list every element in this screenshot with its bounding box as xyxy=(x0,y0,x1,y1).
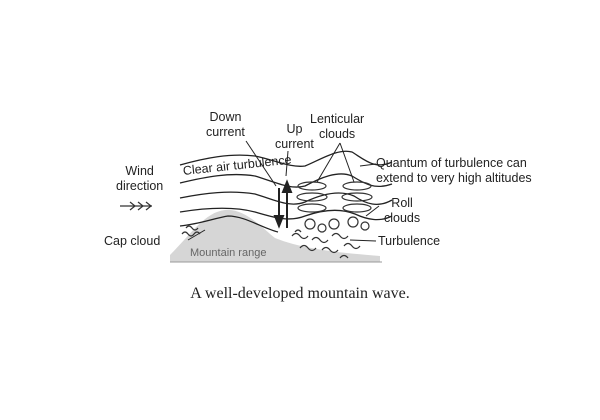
lenticular-cloud xyxy=(297,203,327,213)
label-wind-line2: direction xyxy=(116,179,164,193)
streamline-1 xyxy=(179,150,393,167)
label-lenticular-clouds: Lenticular clouds xyxy=(310,112,364,142)
label-cap-cloud: Cap cloud xyxy=(104,234,161,248)
label-down-current-line2: current xyxy=(206,125,245,139)
figure-caption: A well-developed mountain wave. xyxy=(190,285,410,302)
lenticular-cloud xyxy=(342,203,372,213)
lenticular-cloud xyxy=(342,181,372,191)
roll-cloud xyxy=(347,216,359,228)
label-up-current: Up current xyxy=(275,122,314,152)
roll-cloud xyxy=(304,218,316,230)
wind-arrow xyxy=(120,201,152,211)
streamline-4 xyxy=(179,207,393,221)
roll-cloud xyxy=(328,218,340,230)
label-quantum-turbulence: Quantum of turbulence can extend to very… xyxy=(376,156,532,186)
lenticular-cloud xyxy=(341,192,373,202)
streamline-3 xyxy=(179,191,393,206)
current-arrows xyxy=(273,179,293,229)
roll-cloud xyxy=(360,221,370,231)
label-roll-line1: Roll xyxy=(391,196,413,210)
streamline-5 xyxy=(179,215,279,233)
turbulence-marks xyxy=(291,229,361,259)
label-lenticular-line1: Lenticular xyxy=(310,112,365,126)
label-down-current-line1: Down xyxy=(209,110,242,124)
label-quantum-line1: Quantum of turbulence can xyxy=(376,156,527,170)
cap-cloud-marks xyxy=(181,225,201,237)
label-down-current: Down current xyxy=(206,110,245,140)
mountain-shape xyxy=(170,209,380,262)
label-roll-clouds: Roll clouds xyxy=(384,196,420,226)
label-wind-line1: Wind xyxy=(125,164,154,178)
roll-clouds xyxy=(304,216,370,233)
airflow-streamlines xyxy=(179,150,393,233)
lenticular-clouds xyxy=(296,181,373,213)
roll-cloud xyxy=(317,223,327,233)
lenticular-cloud xyxy=(297,181,327,191)
label-up-current-line2: current xyxy=(275,137,314,151)
label-up-current-line1: Up xyxy=(286,122,303,136)
label-mountain-range: Mountain range xyxy=(190,247,267,259)
label-wind-direction: Wind direction xyxy=(116,164,163,194)
label-lenticular-line2: clouds xyxy=(319,127,356,141)
label-quantum-line2: extend to very high altitudes xyxy=(376,171,532,185)
label-roll-line2: clouds xyxy=(384,211,421,225)
lenticular-cloud xyxy=(296,192,328,202)
leader-lines xyxy=(187,140,380,242)
label-turbulence: Turbulence xyxy=(378,234,441,248)
